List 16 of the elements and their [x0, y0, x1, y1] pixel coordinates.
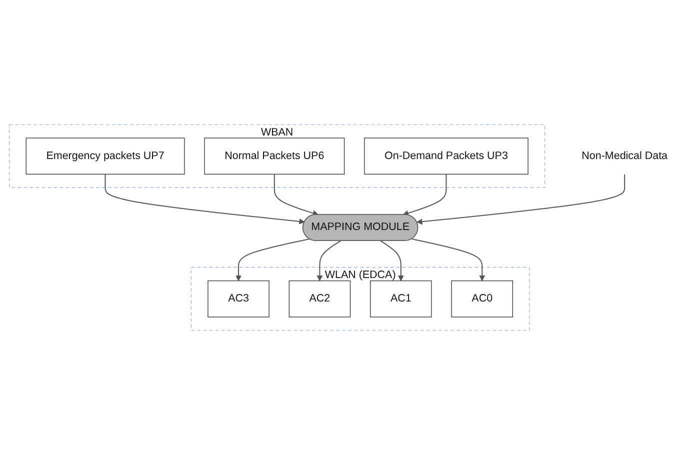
arrow	[402, 174, 447, 216]
node-box: On-Demand Packets UP3	[364, 138, 528, 175]
node-box: AC1	[370, 280, 432, 318]
arrow	[236, 238, 310, 282]
arrow	[316, 240, 341, 282]
node-box: Normal Packets UP6	[204, 138, 345, 175]
node-box: AC2	[288, 280, 351, 318]
node-box: Emergency packets UP7	[26, 138, 185, 175]
node-box: AC3	[208, 280, 270, 318]
arrow	[104, 174, 305, 224]
arrow	[416, 174, 626, 225]
node-box: AC0	[451, 280, 513, 318]
arrow	[380, 240, 404, 282]
arrow	[274, 174, 318, 216]
arrow	[412, 238, 486, 282]
node-text: Non-Medical Data	[582, 150, 668, 162]
